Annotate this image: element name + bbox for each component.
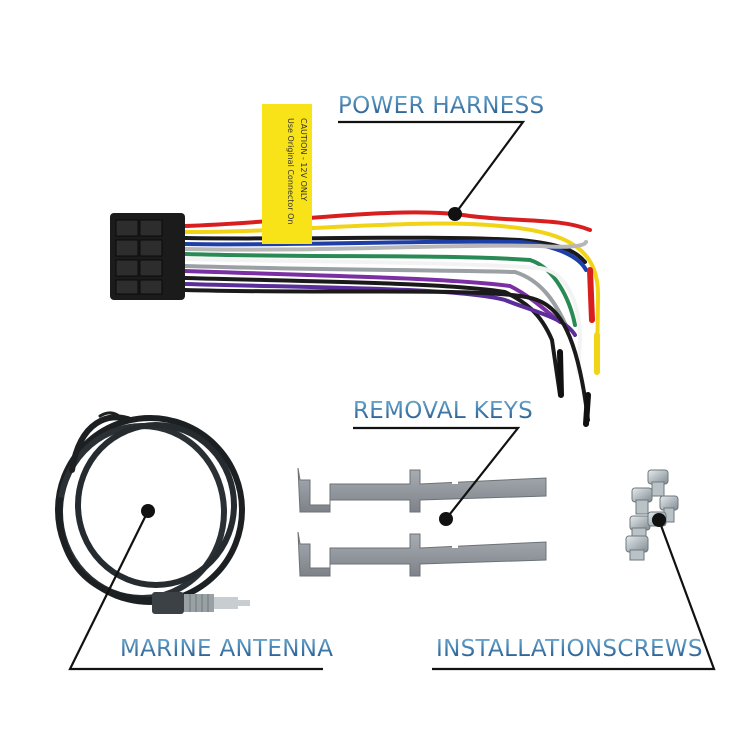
callout-lines — [68, 120, 716, 671]
caution-line2: Use Original Connector On — [286, 118, 295, 225]
caution-tag: CAUTION - 12V ONLY Use Original Connecto… — [262, 104, 312, 244]
removal-key-top — [297, 467, 547, 513]
removal-keys-label: REMOVAL KEYS — [353, 398, 534, 424]
power-harness-label: POWER HARNESS — [338, 93, 545, 119]
harness-wires — [183, 210, 601, 422]
dot-screws — [652, 513, 666, 527]
dot-keys — [439, 512, 453, 526]
installation-screws — [625, 469, 679, 561]
callout-power — [338, 120, 526, 215]
callout-screws — [432, 519, 716, 671]
callout-antenna — [68, 510, 323, 671]
removal-keys — [297, 467, 547, 577]
power-harness: CAUTION - 12V ONLY Use Original Connecto… — [110, 104, 601, 427]
caution-line1: CAUTION - 12V ONLY — [299, 118, 308, 201]
marine-antenna-label: MARINE ANTENNA — [120, 636, 334, 662]
screw — [625, 535, 649, 561]
wire-tips — [557, 267, 600, 427]
installation-screws-label: INSTALLATIONSCREWS — [436, 636, 703, 662]
harness-connector — [110, 213, 185, 300]
callout-dots — [141, 207, 666, 527]
marine-antenna — [55, 411, 245, 607]
callout-keys — [353, 426, 521, 520]
screw — [647, 469, 669, 497]
screw — [631, 487, 653, 515]
antenna-plug — [152, 592, 250, 614]
removal-key-bottom — [297, 531, 547, 577]
screw — [659, 495, 679, 523]
dot-power — [448, 207, 462, 221]
dot-antenna — [141, 504, 155, 518]
